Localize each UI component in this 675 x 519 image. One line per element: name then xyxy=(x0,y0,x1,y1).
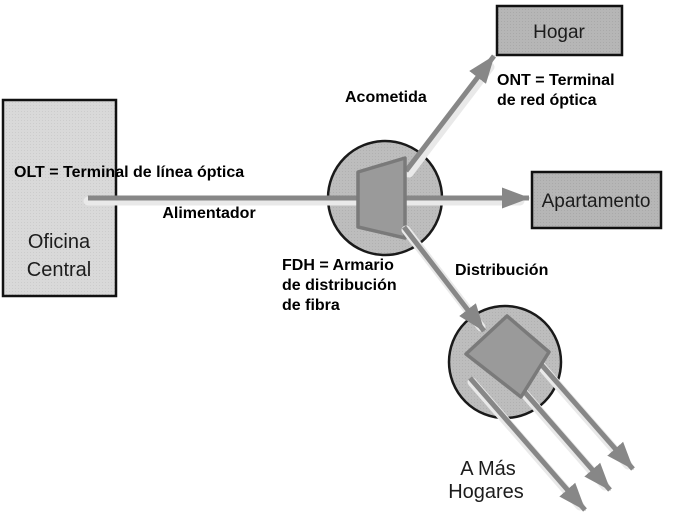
fdh-splitter-icon xyxy=(356,156,407,240)
ont-label-line2: de red óptica xyxy=(497,92,597,109)
more-homes-arrow-1 xyxy=(468,376,587,512)
apartment-box xyxy=(530,170,663,230)
central-office-label-line1: Oficina xyxy=(28,231,91,253)
drop-line-halo xyxy=(404,62,495,178)
more-homes-label-line2: Hogares xyxy=(448,481,524,503)
home-box xyxy=(495,4,624,57)
olt-label: OLT = Terminal de línea óptica xyxy=(14,164,244,181)
secondary-splitter-icon xyxy=(464,314,551,399)
distribution-label: Distribución xyxy=(455,262,548,279)
fdh-label-line2: de distribución xyxy=(282,277,397,294)
central-office-label-line2: Central xyxy=(27,259,91,281)
distribution-line-arrow xyxy=(402,225,486,333)
ont-label-line1: ONT = Terminal xyxy=(497,72,615,89)
drop-line-arrow xyxy=(404,54,496,173)
home-label: Hogar xyxy=(533,22,585,43)
more-homes-label-line1: A Más xyxy=(460,458,516,480)
apartment-label: Apartamento xyxy=(542,191,651,212)
feeder-label: Alimentador xyxy=(162,205,255,222)
drop-label: Acometida xyxy=(345,89,427,106)
fdh-label-line3: de fibra xyxy=(282,297,340,314)
fdh-label-line1: FDH = Armario xyxy=(282,257,394,274)
